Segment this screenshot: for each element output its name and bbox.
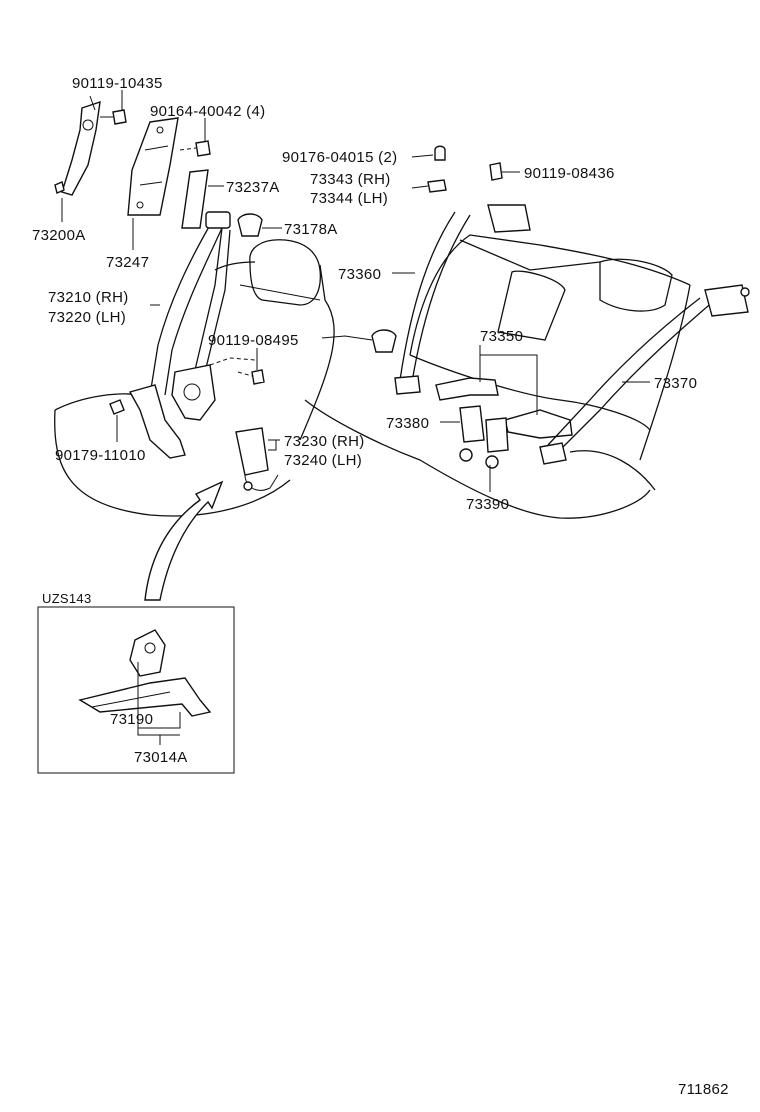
inset-uzs143 [37, 606, 235, 774]
rear-seat-belt-assembly [371, 145, 750, 491]
callout-90119-08436: 90119-08436 [524, 165, 615, 182]
bolt-90119-08495 [209, 357, 265, 385]
figure-number: 711862 [678, 1081, 729, 1098]
callout-90164-40042: 90164-40042 (4) [150, 103, 265, 120]
front-leader-lines [61, 90, 282, 451]
callout-73240: 73240 (LH) [284, 452, 362, 469]
callout-73178A: 73178A [284, 221, 338, 238]
callout-73370: 73370 [654, 375, 697, 392]
front-seat-outline [54, 239, 335, 517]
callout-73343: 73343 (RH) [310, 171, 391, 188]
callout-90176-04015: 90176-04015 (2) [282, 149, 397, 166]
front-seat-belt-assembly [109, 211, 279, 491]
callout-73380: 73380 [386, 415, 429, 432]
callout-73360: 73360 [338, 266, 381, 283]
callout-73220: 73220 (LH) [48, 309, 126, 326]
rear-seat-outline [304, 234, 691, 519]
callout-73350: 73350 [480, 328, 523, 345]
inset-pointer-arrow [144, 480, 224, 601]
callout-90119-08495: 90119-08495 [208, 332, 299, 349]
callout-73230: 73230 (RH) [284, 433, 365, 450]
callout-73210: 73210 (RH) [48, 289, 129, 306]
callout-90179-11010: 90179-11010 [55, 447, 146, 464]
bolt-90164-40042 [179, 140, 211, 157]
callout-73390: 73390 [466, 496, 509, 513]
callout-73190: 73190 [110, 711, 153, 728]
inset-model-label: UZS143 [42, 591, 92, 606]
bolt-90119-10435 [100, 109, 127, 125]
pillar-cover-73247 [127, 117, 179, 216]
callout-90119-10435: 90119-10435 [72, 75, 163, 92]
callout-73247: 73247 [106, 254, 149, 271]
cover-73178A [237, 213, 263, 237]
cover-73237A [181, 169, 209, 229]
callout-73344: 73344 (LH) [310, 190, 388, 207]
height-adjuster-73200A [54, 95, 101, 196]
rear-leader-lines [321, 154, 650, 492]
callout-73014A: 73014A [134, 749, 188, 766]
callout-73200A: 73200A [32, 227, 86, 244]
callout-73237A: 73237A [226, 179, 280, 196]
